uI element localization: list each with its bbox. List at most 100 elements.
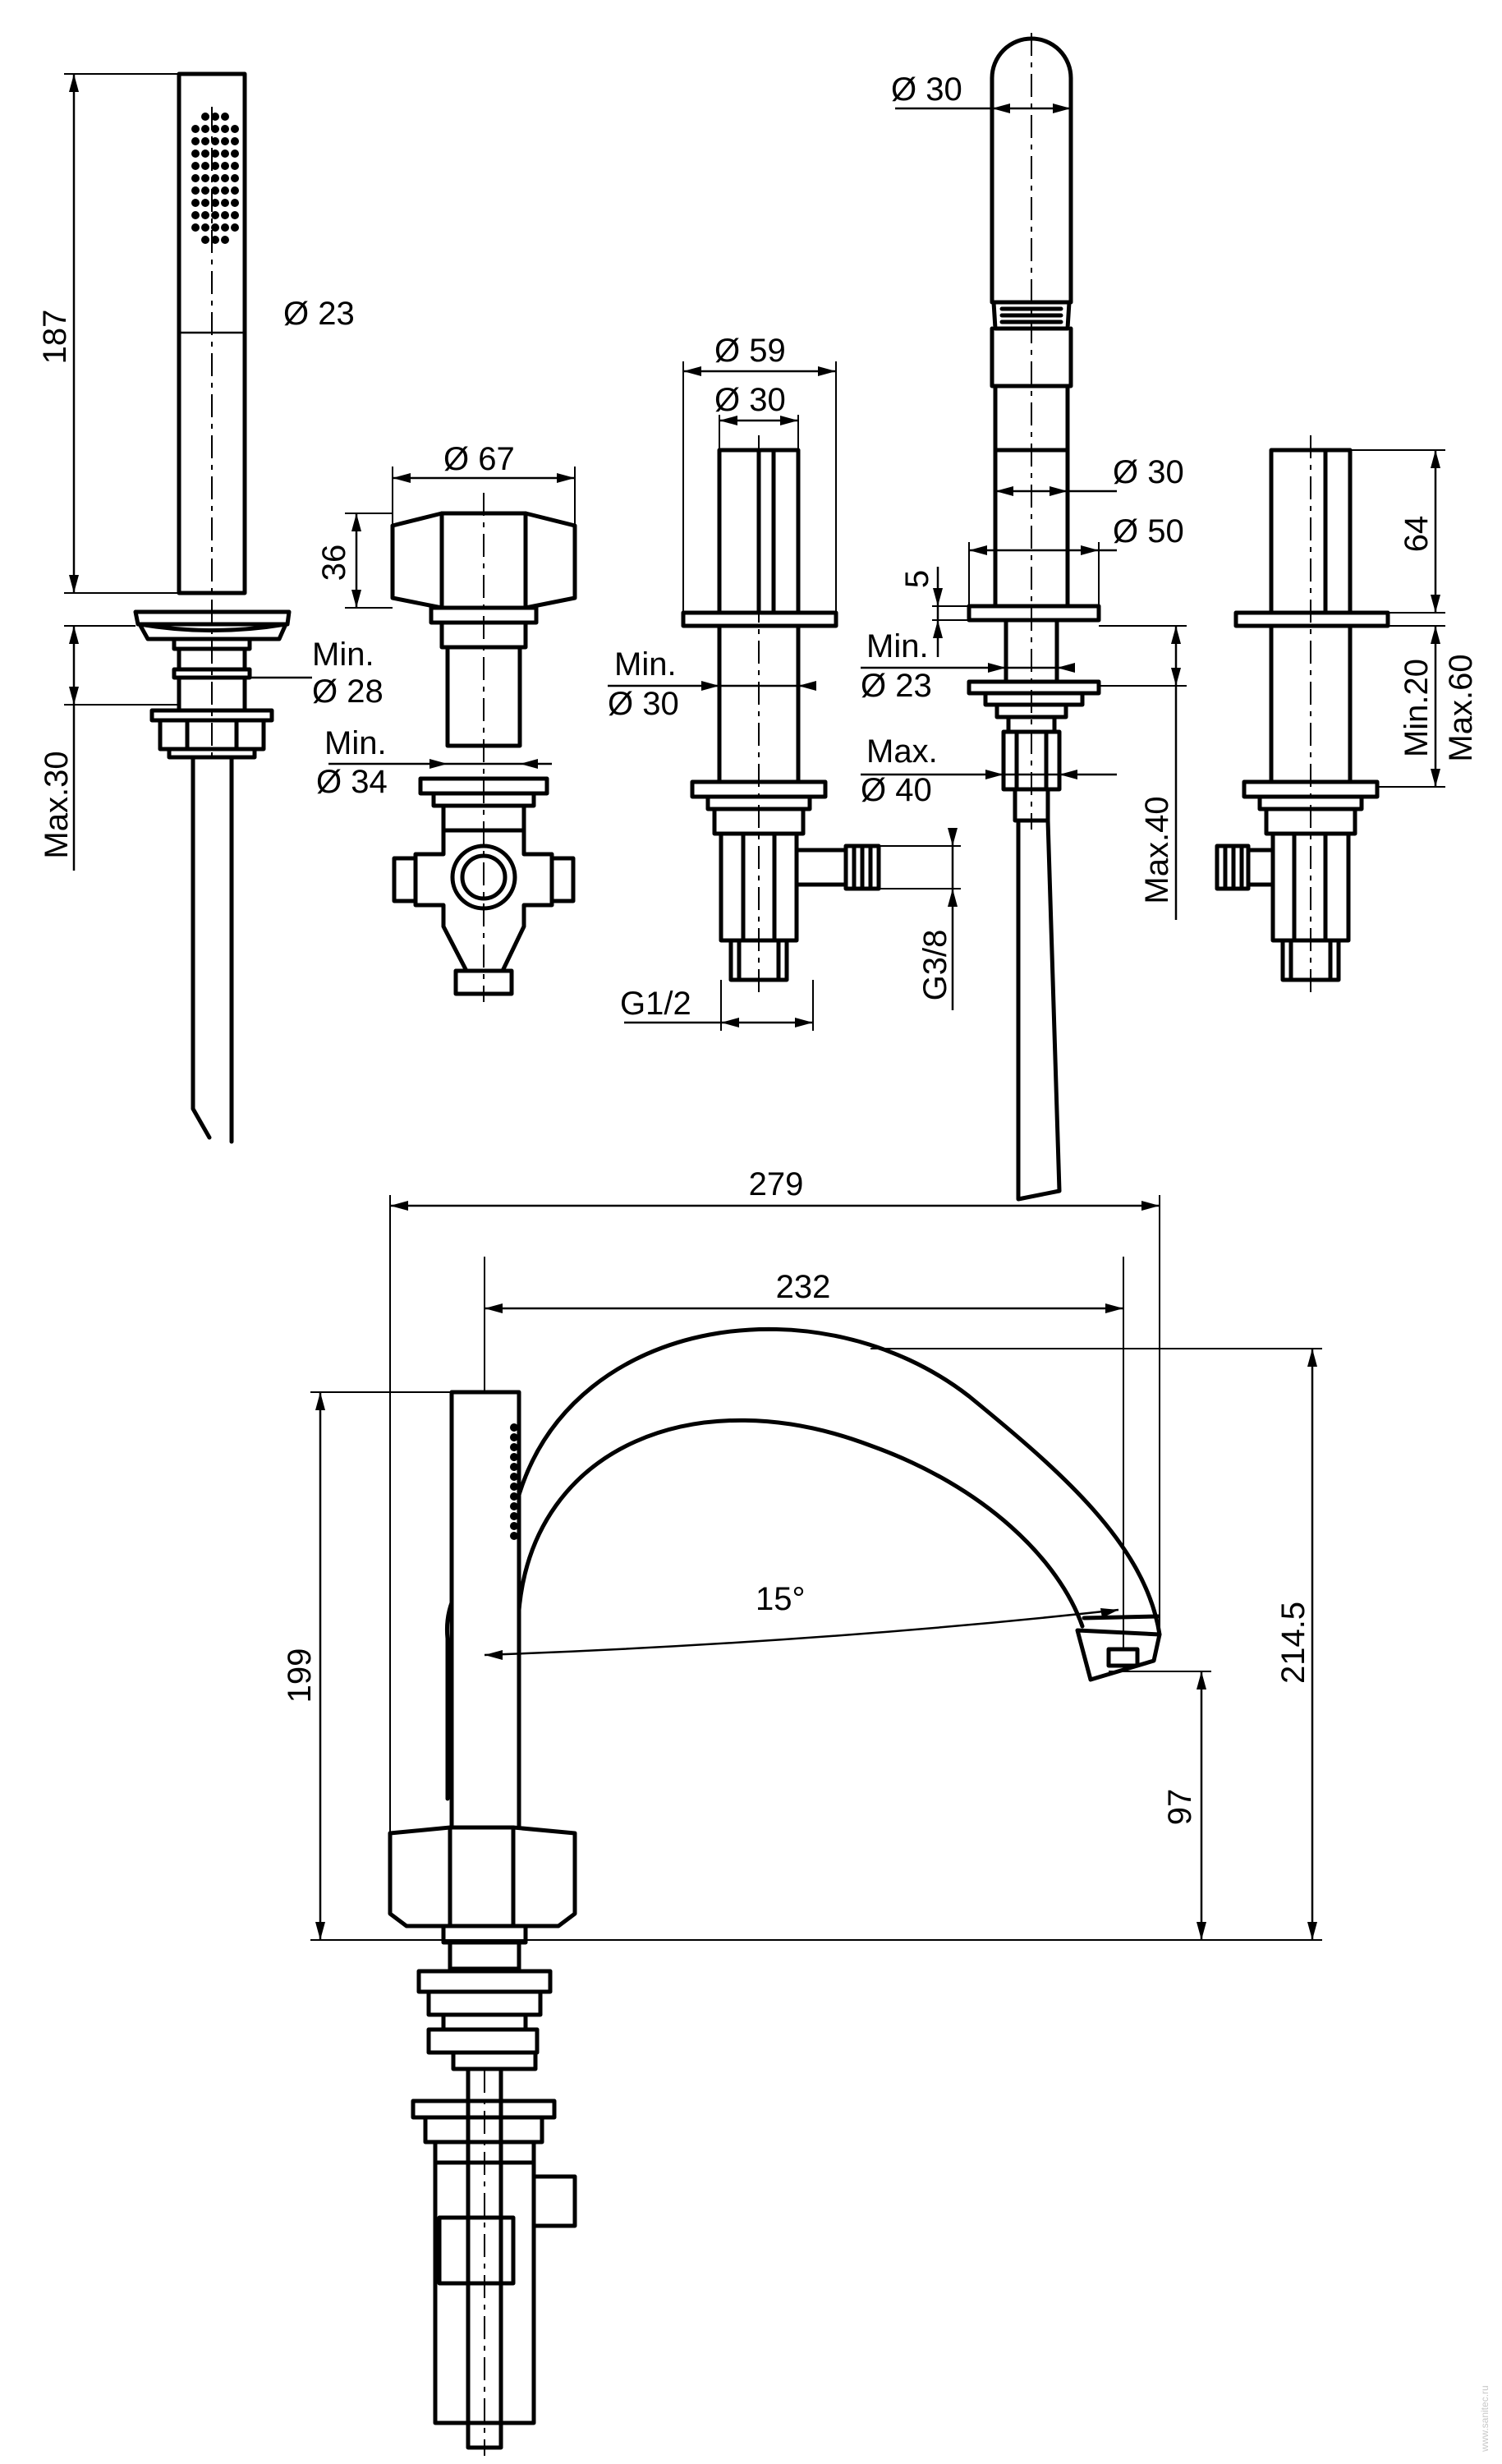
- nozzle-dot: [221, 137, 229, 145]
- valve-left: [681, 435, 881, 994]
- spout-thread-label: G3/8: [917, 930, 953, 1001]
- nozzle-dot: [221, 186, 229, 195]
- valve-inner-diameter-label: Ø 30: [714, 382, 786, 418]
- nozzle-dot: [201, 174, 209, 182]
- mixer-side-view: [388, 1326, 1162, 2456]
- nozzle-dot: [201, 137, 209, 145]
- nozzle-dot: [231, 223, 239, 232]
- diverter-min-diameter-label: Ø 34: [316, 764, 388, 800]
- nozzle-dot: [221, 113, 229, 121]
- nozzle-dot: [201, 149, 209, 158]
- diverter-assembly: [390, 493, 577, 1002]
- nozzle-dot: [211, 149, 219, 158]
- side-view-dimensions: 279 232 199 214.5 97 15°: [282, 1166, 1322, 1941]
- diverter-height-label: 36: [316, 545, 352, 582]
- nozzle-dot: [201, 223, 209, 232]
- hand-shower-min-label: Min.: [312, 637, 374, 673]
- nozzle-dot: [191, 186, 200, 195]
- nozzle-dot: [221, 149, 229, 158]
- nozzle-dot: [191, 174, 200, 182]
- valve-outer-diameter-label: Ø 59: [714, 333, 786, 369]
- nozzle-dot: [191, 211, 200, 219]
- spout-min-diameter-label: Ø 23: [861, 668, 932, 704]
- nozzle-dot: [211, 223, 219, 232]
- side-nozzle-dot: [510, 1473, 518, 1481]
- spout-max40-label: Max.40: [1139, 796, 1175, 903]
- diverter-diameter-label: Ø 67: [443, 441, 515, 477]
- hand-shower-length-label: 187: [37, 310, 73, 365]
- nozzle-dot: [231, 137, 239, 145]
- spout-dimensions: Ø 30 Ø 30 Ø 50 5 Min. Ø 23 Max. Ø 40 Max…: [861, 71, 1187, 1010]
- side-nozzle-dot: [510, 1423, 518, 1432]
- nozzle-dot: [191, 162, 200, 170]
- nozzle-dot: [191, 223, 200, 232]
- valve-right-64-label: 64: [1399, 516, 1435, 553]
- nozzle-dot: [231, 162, 239, 170]
- nozzle-dot: [221, 174, 229, 182]
- hand-shower-max-label: Max.30: [39, 751, 75, 858]
- nozzle-dot: [201, 113, 209, 121]
- nozzle-dot: [221, 199, 229, 207]
- side-279-label: 279: [749, 1166, 804, 1202]
- valve-left-dimensions: Ø 59 Ø 30 Min. Ø 30 G1/2: [608, 333, 837, 1031]
- spout-top-diameter-label: Ø 30: [891, 71, 962, 108]
- nozzle-dot: [221, 162, 229, 170]
- hand-shower-diameter-label: Ø 23: [283, 296, 355, 332]
- nozzle-dot: [211, 174, 219, 182]
- side-nozzle-dot: [510, 1492, 518, 1501]
- nozzle-dot: [201, 199, 209, 207]
- side-nozzle-dot: [510, 1483, 518, 1491]
- nozzle-dot: [221, 223, 229, 232]
- side-97-label: 97: [1162, 1789, 1198, 1826]
- side-nozzle-dot: [510, 1502, 518, 1510]
- side-232-label: 232: [776, 1269, 831, 1305]
- side-nozzle-dot: [510, 1532, 518, 1540]
- side-nozzle-dot: [510, 1512, 518, 1520]
- nozzle-dot: [231, 174, 239, 182]
- hand-shower-min-diameter-label: Ø 28: [312, 673, 384, 710]
- nozzle-dot: [211, 211, 219, 219]
- spout-assembly: [967, 33, 1101, 1202]
- side-angle-label: 15°: [756, 1581, 806, 1617]
- nozzle-dot: [201, 186, 209, 195]
- valve-right-max60-label: Max.60: [1443, 654, 1479, 761]
- diverter-min-label: Min.: [324, 725, 387, 761]
- nozzle-dot: [201, 211, 209, 219]
- side-2145-label: 214.5: [1275, 1602, 1311, 1684]
- nozzle-dot: [221, 211, 229, 219]
- nozzle-dot: [211, 113, 219, 121]
- nozzle-dot: [191, 137, 200, 145]
- nozzle-dot: [201, 236, 209, 244]
- nozzle-dot: [191, 149, 200, 158]
- nozzle-dot: [211, 186, 219, 195]
- hand-shower: [133, 71, 292, 1144]
- nozzle-dot: [201, 125, 209, 133]
- nozzle-dot: [211, 236, 219, 244]
- side-nozzle-dot: [510, 1453, 518, 1461]
- nozzle-dot: [221, 236, 229, 244]
- spout-min-label: Min.: [866, 628, 929, 664]
- nozzle-dot: [221, 125, 229, 133]
- spout-max-diameter-label: Ø 40: [861, 772, 932, 808]
- valve-right: [1215, 435, 1390, 994]
- nozzle-dot: [211, 199, 219, 207]
- nozzle-dot: [231, 211, 239, 219]
- watermark: www.sanitec.ru: [1479, 2385, 1491, 2453]
- nozzle-dot: [231, 149, 239, 158]
- valve-min-label: Min.: [614, 646, 677, 683]
- side-199-label: 199: [282, 1648, 318, 1703]
- side-nozzle-dot: [510, 1433, 518, 1441]
- side-view-nozzle-column: [510, 1423, 518, 1540]
- nozzle-dot: [211, 125, 219, 133]
- valve-thread-label: G1/2: [620, 986, 691, 1022]
- spout-5-label: 5: [899, 570, 935, 588]
- valve-min-diameter-label: Ø 30: [608, 686, 679, 722]
- valve-right-min20-label: Min.20: [1399, 659, 1435, 757]
- nozzle-dot: [191, 199, 200, 207]
- side-nozzle-dot: [510, 1443, 518, 1451]
- side-nozzle-dot: [510, 1463, 518, 1471]
- spout-flange-diameter-label: Ø 50: [1113, 513, 1184, 549]
- spout-body-diameter-label: Ø 30: [1113, 454, 1184, 490]
- hand-shower-nozzle-grid: [191, 113, 239, 244]
